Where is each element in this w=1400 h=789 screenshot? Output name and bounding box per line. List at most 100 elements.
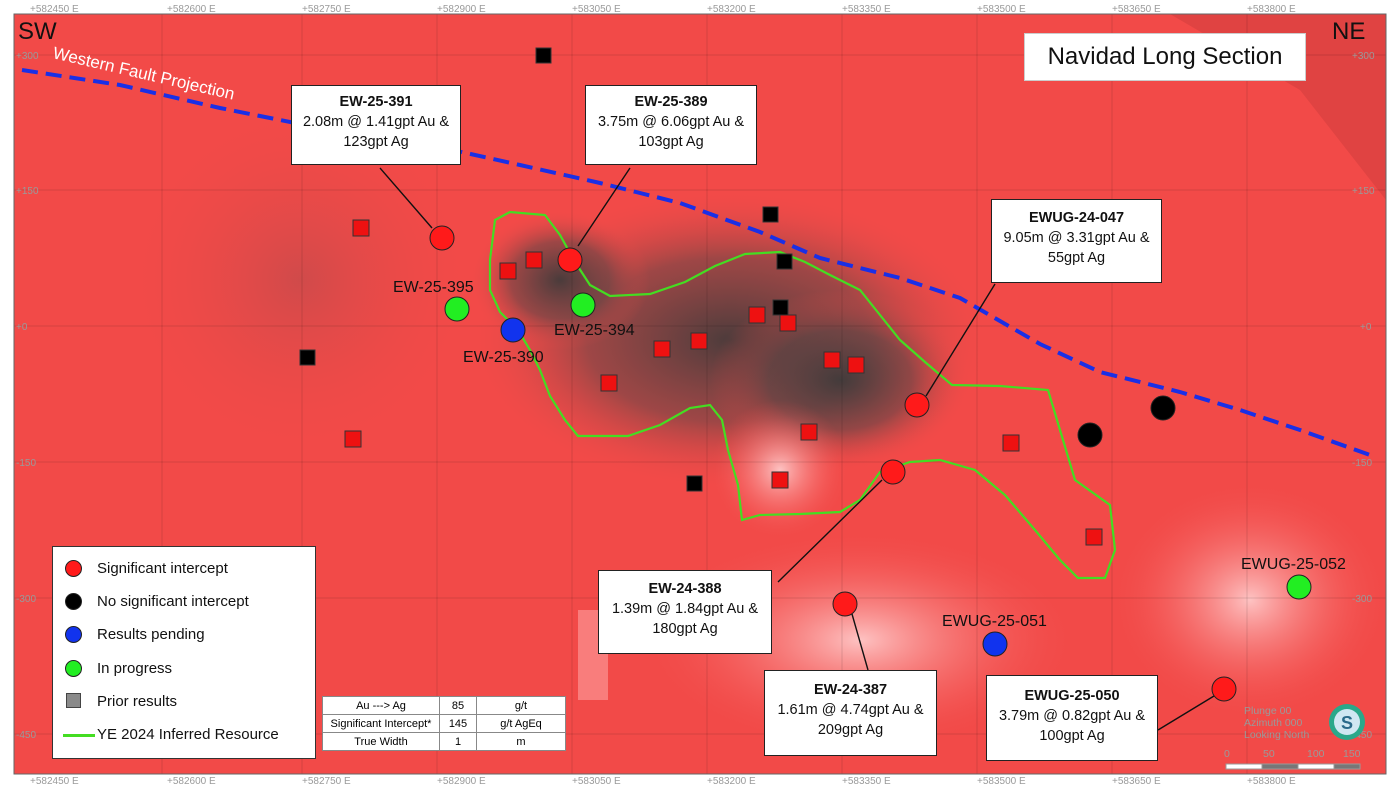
easting-label: +583500 E xyxy=(977,4,1026,15)
easting-label: +583350 E xyxy=(842,4,891,15)
legend-label: Results pending xyxy=(97,626,205,643)
elevation-label: +150 xyxy=(1352,186,1375,197)
callout-title: EW-24-388 xyxy=(648,581,722,597)
prior-result-marker xyxy=(535,47,552,64)
easting-label: +583200 E xyxy=(707,4,756,15)
callout-line: 3.75m @ 6.06gpt Au & xyxy=(597,114,745,130)
table-cell: m xyxy=(476,732,566,751)
easting-label: +582450 E xyxy=(30,776,79,787)
prior-result-marker xyxy=(847,356,865,374)
table-row: True Width 1 m xyxy=(322,732,566,751)
table-cell: g/t AgEq xyxy=(476,714,566,733)
legend-label: In progress xyxy=(97,660,173,677)
parameters-table: Au ---> Ag 85 g/t Significant Intercept*… xyxy=(322,696,566,751)
scale-label: 0 xyxy=(1224,748,1230,760)
hole-label-ewug-25-051: EWUG-25-051 xyxy=(942,613,1047,630)
easting-label: +582900 E xyxy=(437,4,486,15)
easting-label: +583650 E xyxy=(1112,776,1161,787)
table-row: Au ---> Ag 85 g/t xyxy=(322,696,566,715)
callout-title: EW-24-387 xyxy=(813,682,888,698)
green-line-icon xyxy=(63,734,95,737)
easting-label: +583050 E xyxy=(572,776,621,787)
easting-label: +582900 E xyxy=(437,776,486,787)
elevation-label: -150 xyxy=(1352,458,1372,469)
hole-label-ew-25-394: EW-25-394 xyxy=(554,322,635,339)
elevation-label: +300 xyxy=(16,51,39,62)
callout-line: 2.08m @ 1.41gpt Au & xyxy=(302,114,450,130)
prior-result-marker xyxy=(344,430,362,448)
callout-line: 103gpt Ag xyxy=(638,134,704,150)
table-cell: True Width xyxy=(322,732,440,751)
prior-result-marker xyxy=(690,332,708,350)
in-progress-marker xyxy=(1286,574,1312,600)
significant-intercept-marker xyxy=(832,591,858,617)
elevation-label: -150 xyxy=(16,458,36,469)
callout-ew-25-391: EW-25-391 2.08m @ 1.41gpt Au & 123gpt Ag xyxy=(291,85,461,165)
callout-title: EWUG-24-047 xyxy=(1028,210,1125,226)
scale-label: 150 xyxy=(1343,748,1361,760)
easting-label: +582450 E xyxy=(30,4,79,15)
prior-result-marker xyxy=(800,423,818,441)
table-cell: Au ---> Ag xyxy=(322,696,440,715)
callout-ew-24-387: EW-24-387 1.61m @ 4.74gpt Au & 209gpt Ag xyxy=(764,670,937,756)
azimuth-text: Azimuth 000 xyxy=(1244,717,1303,729)
significant-intercept-marker xyxy=(557,247,583,273)
easting-label: +582750 E xyxy=(302,4,351,15)
legend-label: No significant intercept xyxy=(97,593,249,610)
prior-result-marker xyxy=(1085,528,1103,546)
table-row: Significant Intercept* 145 g/t AgEq xyxy=(322,714,566,733)
easting-label: +583800 E xyxy=(1247,4,1296,15)
legend-label: Prior results xyxy=(97,693,178,710)
green-dot-icon xyxy=(65,660,82,677)
prior-result-marker xyxy=(686,475,703,492)
table-cell: 85 xyxy=(439,696,477,715)
grey-square-icon xyxy=(66,693,81,708)
scale-bar xyxy=(1225,763,1361,770)
elevation-label: +150 xyxy=(16,186,39,197)
prior-result-marker xyxy=(1002,434,1020,452)
elevation-label: +0 xyxy=(16,322,28,333)
easting-label: +583800 E xyxy=(1247,776,1296,787)
prior-result-marker xyxy=(600,374,618,392)
prior-result-marker xyxy=(771,471,789,489)
prior-result-marker xyxy=(653,340,671,358)
callout-line: 1.61m @ 4.74gpt Au & xyxy=(777,702,924,718)
svg-text:S: S xyxy=(1341,713,1353,733)
prior-result-marker xyxy=(776,253,793,270)
significant-intercept-marker xyxy=(880,459,906,485)
leader-lines xyxy=(379,167,1215,731)
callout-ewug-25-050: EWUG-25-050 3.79m @ 0.82gpt Au & 100gpt … xyxy=(986,675,1158,761)
callout-ew-25-389: EW-25-389 3.75m @ 6.06gpt Au & 103gpt Ag xyxy=(585,85,757,165)
prior-result-marker xyxy=(762,206,779,223)
easting-label: +583650 E xyxy=(1112,4,1161,15)
looking-text: Looking North xyxy=(1244,729,1310,741)
legend-label: YE 2024 Inferred Resource xyxy=(97,726,279,743)
elevation-label: -450 xyxy=(1352,730,1372,741)
callout-line: 9.05m @ 3.31gpt Au & xyxy=(1003,230,1150,246)
significant-intercept-marker xyxy=(429,225,455,251)
elevation-label: -450 xyxy=(16,730,36,741)
hole-label-ewug-25-052: EWUG-25-052 xyxy=(1241,556,1346,573)
in-progress-marker xyxy=(570,292,596,318)
blue-dot-icon xyxy=(65,626,82,643)
prior-result-marker xyxy=(352,219,370,237)
scale-label: 100 xyxy=(1307,748,1325,760)
table-cell: 1 xyxy=(439,732,477,751)
significant-intercept-marker xyxy=(904,392,930,418)
ne-label: NE xyxy=(1332,18,1366,45)
elevation-label: -300 xyxy=(16,594,36,605)
callout-line: 180gpt Ag xyxy=(652,621,718,637)
prior-result-marker xyxy=(525,251,543,269)
scale-label: 50 xyxy=(1263,748,1275,760)
callout-line: 123gpt Ag xyxy=(343,134,409,150)
hole-label-ew-25-395: EW-25-395 xyxy=(393,279,474,296)
easting-label: +583050 E xyxy=(572,4,621,15)
elevation-label: +300 xyxy=(1352,51,1375,62)
hole-label-ew-25-390: EW-25-390 xyxy=(463,349,544,366)
callout-line: 1.39m @ 1.84gpt Au & xyxy=(611,601,759,617)
elevation-label: +0 xyxy=(1360,322,1372,333)
callout-line: 3.79m @ 0.82gpt Au & xyxy=(998,708,1146,724)
callout-title: EW-25-389 xyxy=(634,94,708,110)
table-cell: Significant Intercept* xyxy=(322,714,440,733)
plunge-text: Plunge 00 xyxy=(1244,705,1291,717)
